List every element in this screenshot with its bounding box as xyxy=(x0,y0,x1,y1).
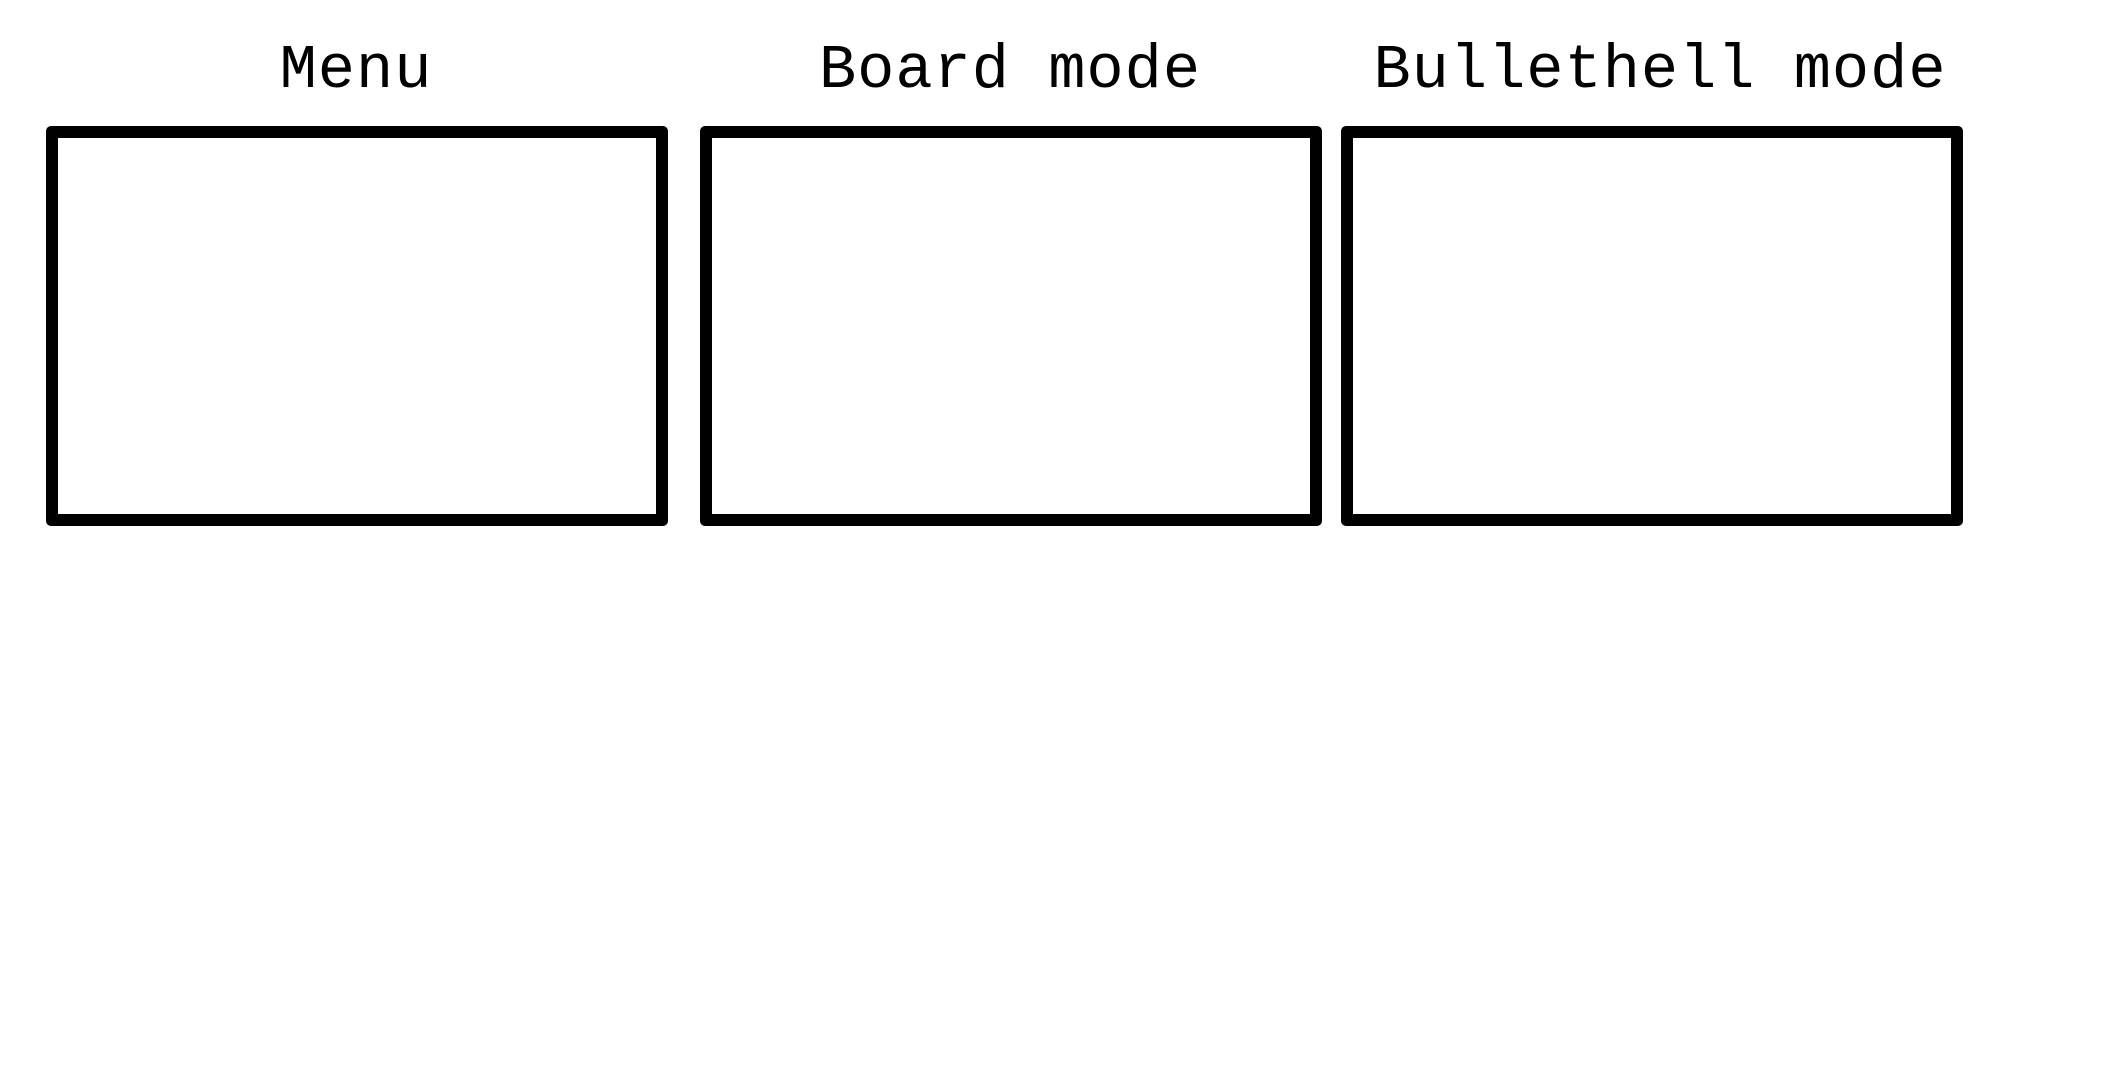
panel-label-board-mode: Board mode xyxy=(818,35,1202,106)
panel-label-menu: Menu xyxy=(279,35,433,106)
panel-frame-bullethell-mode xyxy=(1341,126,1963,526)
panel-label-bullethell-mode: Bullethell mode xyxy=(1373,35,1947,106)
panel-frame-board-mode xyxy=(700,126,1322,526)
panel-frame-menu xyxy=(46,126,668,526)
